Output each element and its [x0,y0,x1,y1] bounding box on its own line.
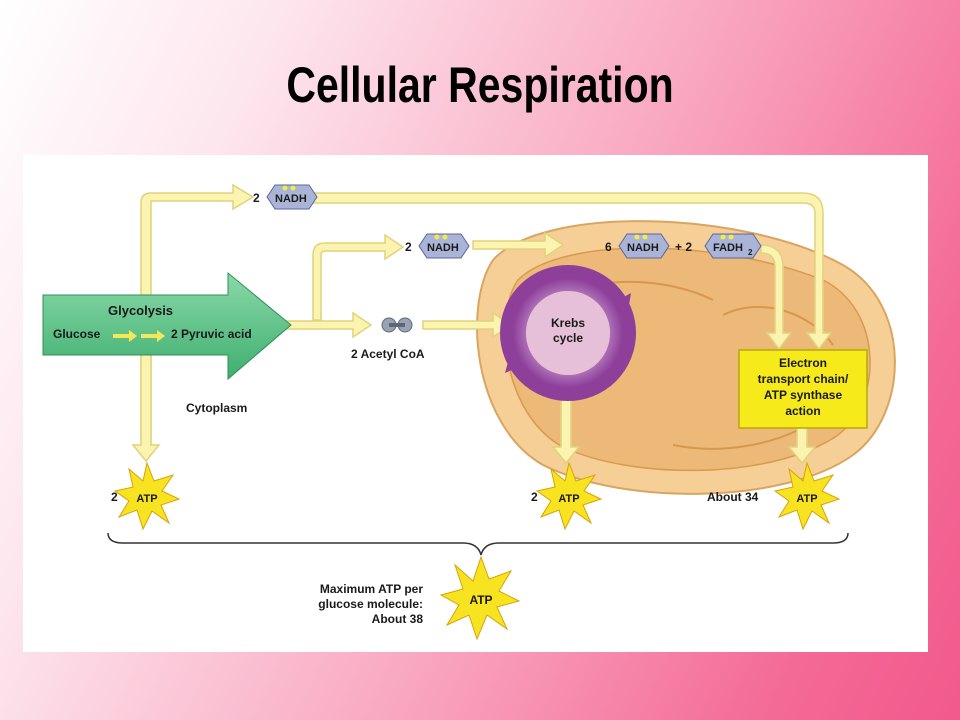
max-label-1: Maximum ATP per [320,582,423,596]
nadh-top-label: NADH [275,193,307,205]
atp-mid: 2 ATP [531,461,603,531]
glucose-step-arrow [113,330,137,342]
krebs-cycle: Krebs cycle [500,265,636,401]
arrow-fadh-to-etc [760,244,793,351]
krebs-label-2: cycle [553,331,583,345]
cytoplasm-label: Cytoplasm [186,401,247,415]
nadh-top-count: 2 [253,191,260,205]
glucose-step-arrow-2 [141,330,165,342]
atp-left-label: ATP [136,493,157,505]
glycolysis-arrow: Glycolysis Glucose 2 Pyruvic acid [42,271,292,381]
acetyl-coa: 2 Acetyl CoA [351,317,425,361]
plus-two-label: + 2 [675,240,692,254]
glucose-label: Glucose [53,327,101,341]
atp-total: Maximum ATP per glucose molecule: About … [318,555,521,641]
atp-left-count: 2 [111,490,118,504]
krebs-label-1: Krebs [551,316,585,330]
nadh-right-label: NADH [627,242,659,254]
cellular-respiration-diagram: Glycolysis Glucose 2 Pyruvic acid Cytopl… [42,183,896,641]
atp-left: 2 ATP [111,461,181,531]
nadh-top: 2 NADH [253,184,318,210]
arrow-mid-nadh [312,233,405,321]
nadh-mid-count: 2 [405,240,412,254]
arrow-top-nadh [140,183,255,446]
arrow-to-acetyl [284,311,373,339]
atp-mid-count: 2 [531,490,538,504]
fadh2: FADH 2 [704,233,762,259]
nadh-mid-label: NADH [427,242,459,254]
pathway-arrows [131,183,833,465]
etc-label-4: action [785,404,820,418]
nadh-right-count: 6 [605,240,612,254]
etc-label-1: Electron [779,356,827,370]
atp-right-label: ATP [796,493,817,505]
electron-transport-box: Electron transport chain/ ATP synthase a… [738,349,868,429]
atp-right: About 34 ATP [707,461,841,531]
fadh-label: FADH [713,242,743,254]
arrow-nadh-to-mito [472,231,565,259]
pyruvic-label: 2 Pyruvic acid [171,327,252,341]
fadh-subscript: 2 [748,248,753,257]
total-brace [107,532,849,556]
diagram-panel: Glycolysis Glucose 2 Pyruvic acid Cytopl… [23,155,928,652]
acetyl-label: 2 Acetyl CoA [351,347,425,361]
etc-label-3: ATP synthase [764,388,843,402]
slide-title: Cellular Respiration [286,57,674,113]
etc-label-2: transport chain/ [758,372,849,386]
atp-mid-label: ATP [558,493,579,505]
atp-right-count: About 34 [707,490,759,504]
arrow-to-krebs [422,311,513,339]
max-label-2: glucose molecule: [318,597,423,611]
atp-total-label: ATP [469,593,492,607]
max-label-3: About 38 [372,612,424,626]
nadh-mid: 2 NADH [405,233,470,259]
arrow-top-to-etc [312,192,833,351]
glycolysis-label: Glycolysis [108,303,173,318]
nadh-right: 6 NADH + 2 [605,233,692,259]
